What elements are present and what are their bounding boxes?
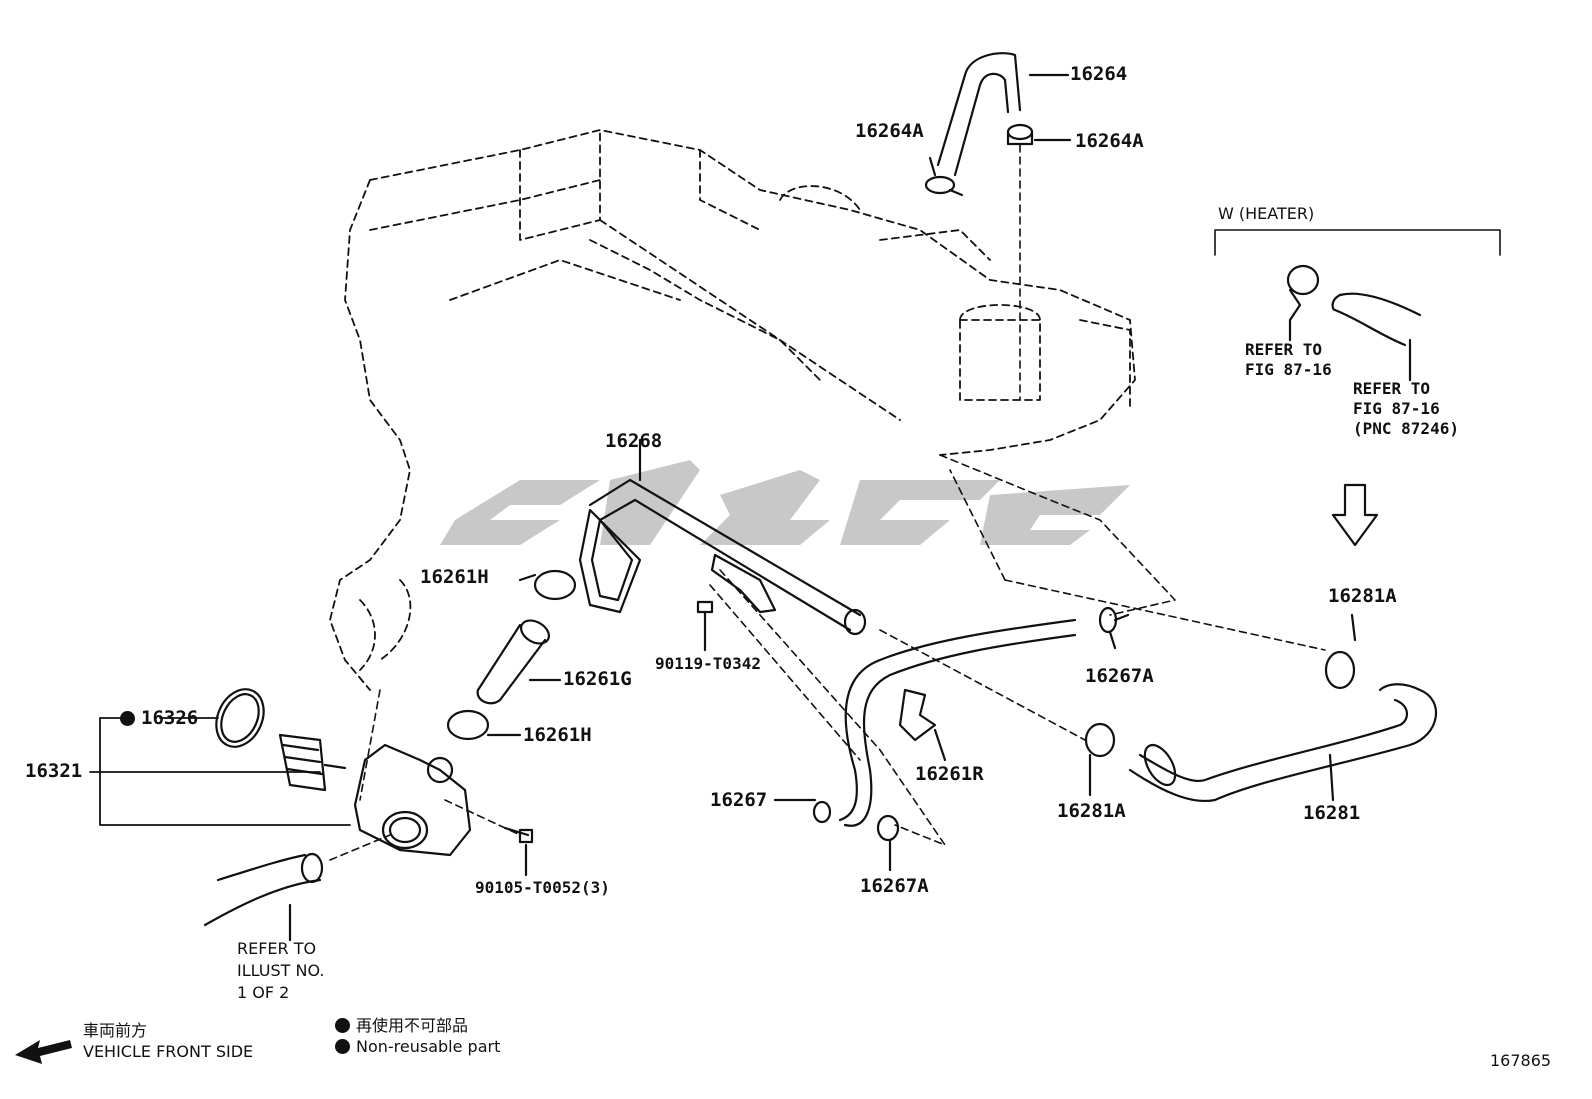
- refer-illust-line3: 1 OF 2: [237, 983, 290, 1002]
- bolt-90119: [696, 600, 714, 652]
- non-reusable-dot-icon: [120, 711, 135, 726]
- legend-nonreusable-en: Non-reusable part: [356, 1037, 501, 1056]
- refer-illust-note: REFER TO ILLUST NO. 1 OF 2: [237, 938, 324, 1004]
- clamp-16281A-top: [1324, 613, 1357, 690]
- label-16261H-bottom: 16261H: [523, 724, 592, 746]
- dashed-connectors: [329, 144, 1326, 861]
- heater-refer-right-line2: FIG 87-16: [1353, 399, 1440, 418]
- hose-16267: [773, 618, 1077, 827]
- bracket-16321: [89, 717, 351, 826]
- figure-number: 167865: [1490, 1051, 1552, 1070]
- legend-nonreusable-en-row: Non-reusable part: [335, 1036, 500, 1057]
- clamp-16261R: [898, 688, 947, 762]
- clamp-16261H-top: [518, 569, 577, 601]
- hose-16281: [1128, 683, 1438, 803]
- arrow-down-icon: [1331, 483, 1379, 547]
- label-16264: 16264: [1070, 63, 1128, 85]
- bullet-dot-icon: [335, 1039, 350, 1054]
- label-16261G: 16261G: [563, 668, 632, 690]
- label-16267: 16267: [710, 789, 768, 811]
- label-90119: 90119-T0342: [655, 654, 761, 673]
- label-16264A-right: 16264A: [1075, 130, 1144, 152]
- clamp-16264A-right: [1006, 123, 1072, 146]
- label-16321: 16321: [25, 760, 83, 782]
- watermark-logo: [440, 460, 1130, 545]
- thermostat-housing: [353, 743, 472, 857]
- heater-title: W (HEATER): [1218, 204, 1315, 223]
- bolt-90105: [503, 826, 534, 877]
- heater-bracket: [1214, 229, 1501, 256]
- hose-refer-illust: [203, 852, 324, 942]
- clamp-16267A-bottom: [876, 814, 900, 872]
- label-16326: 16326: [120, 707, 198, 729]
- label-16261H-top: 16261H: [420, 566, 489, 588]
- pipe-16268: [578, 438, 867, 636]
- heater-hose: [1331, 292, 1422, 382]
- heater-refer-left-line1: REFER TO: [1245, 340, 1323, 359]
- legend-nonreusable-jp-row: 再使用不可部品: [335, 1015, 500, 1036]
- heater-refer-right: REFER TO FIG 87-16 (PNC 87246): [1353, 379, 1459, 439]
- heater-refer-left: REFER TO FIG 87-16: [1245, 340, 1332, 380]
- clamp-16264A-left: [924, 156, 964, 197]
- heater-refer-right-line1: REFER TO: [1353, 379, 1431, 398]
- label-16268: 16268: [605, 430, 663, 452]
- label-16326-text: 16326: [141, 707, 199, 729]
- label-16267A-top: 16267A: [1085, 665, 1154, 687]
- hose-16264: [936, 52, 1070, 177]
- legend-nonreusable: 再使用不可部品 Non-reusable part: [335, 1015, 500, 1057]
- thermostat-16321: [278, 733, 347, 792]
- label-16261R: 16261R: [915, 763, 984, 785]
- heater-refer-left-line2: FIG 87-16: [1245, 360, 1332, 379]
- heater-refer-right-line3: (PNC 87246): [1353, 419, 1459, 438]
- legend-nonreusable-jp: 再使用不可部品: [356, 1016, 469, 1035]
- bullet-dot-icon: [335, 1018, 350, 1033]
- label-16281: 16281: [1303, 802, 1361, 824]
- legend-front: 車両前方 VEHICLE FRONT SIDE: [83, 1020, 253, 1062]
- label-16281A-bottom: 16281A: [1057, 800, 1126, 822]
- clamp-16267A-top: [1098, 606, 1130, 650]
- legend-front-jp: 車両前方: [83, 1021, 148, 1040]
- gasket-16326: [215, 688, 265, 748]
- hose-16261G: [476, 619, 562, 705]
- heater-clamp: [1286, 264, 1320, 342]
- clamp-16281A-bottom: [1084, 722, 1116, 797]
- label-16281A-top: 16281A: [1328, 585, 1397, 607]
- vehicle-front-arrow-icon: [15, 1040, 72, 1064]
- label-16264A-left: 16264A: [855, 120, 924, 142]
- engine-outline: [329, 129, 1136, 691]
- refer-illust-line1: REFER TO: [237, 939, 317, 958]
- refer-illust-line2: ILLUST NO.: [237, 961, 325, 980]
- legend-front-en: VEHICLE FRONT SIDE: [83, 1042, 254, 1061]
- clamp-16261H-bottom: [446, 709, 522, 741]
- label-90105: 90105-T0052(3): [475, 878, 610, 897]
- label-16267A-bottom: 16267A: [860, 875, 929, 897]
